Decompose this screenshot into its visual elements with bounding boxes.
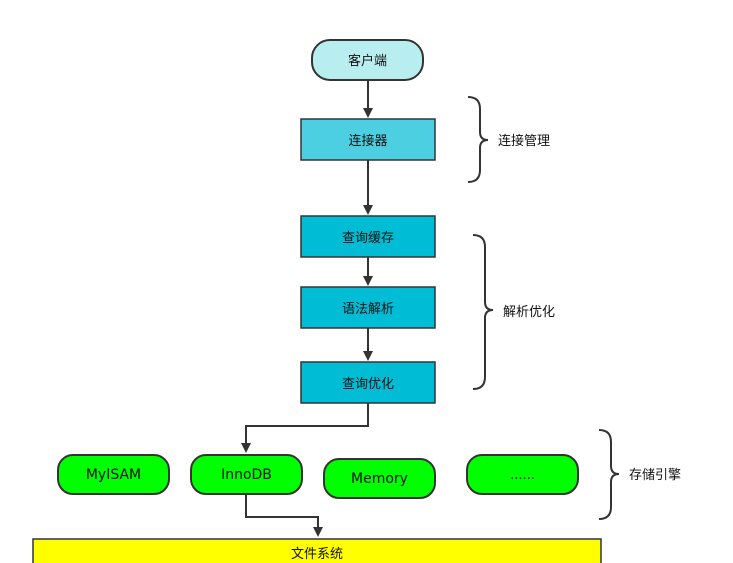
brace-connection xyxy=(467,96,489,183)
brace-storage xyxy=(598,429,620,520)
arrow-innodb-filesystem xyxy=(245,494,323,537)
file-system-label: 文件系统 xyxy=(291,547,343,562)
group-connection-label: 连接管理 xyxy=(498,133,550,149)
query-cache-node: 查询缓存 xyxy=(300,215,436,258)
connector-label: 连接器 xyxy=(348,133,387,149)
engine-innodb-label: InnoDB xyxy=(221,467,272,483)
engine-memory-node: Memory xyxy=(323,458,436,499)
engine-memory-label: Memory xyxy=(351,471,408,487)
engine-myisam-node: MyISAM xyxy=(57,454,170,495)
engine-myisam-label: MyISAM xyxy=(86,467,141,483)
query-cache-label: 查询缓存 xyxy=(342,231,394,246)
engine-more-label: ...... xyxy=(510,468,535,483)
group-parsing-label: 解析优化 xyxy=(503,305,555,320)
engine-more-node: ...... xyxy=(466,454,579,495)
group-storage-label: 存储引擎 xyxy=(629,468,681,483)
optimizer-node: 查询优化 xyxy=(300,361,436,404)
client-node: 客户端 xyxy=(311,39,424,81)
connector-node: 连接器 xyxy=(300,118,436,161)
file-system-node: 文件系统 xyxy=(32,538,602,563)
optimizer-label: 查询优化 xyxy=(342,377,394,392)
engine-innodb-node: InnoDB xyxy=(190,454,303,495)
parser-node: 语法解析 xyxy=(300,286,436,329)
parser-label: 语法解析 xyxy=(342,302,394,317)
arrow-optimizer-innodb xyxy=(241,403,369,453)
client-label: 客户端 xyxy=(348,53,387,69)
brace-parsing xyxy=(472,234,494,390)
